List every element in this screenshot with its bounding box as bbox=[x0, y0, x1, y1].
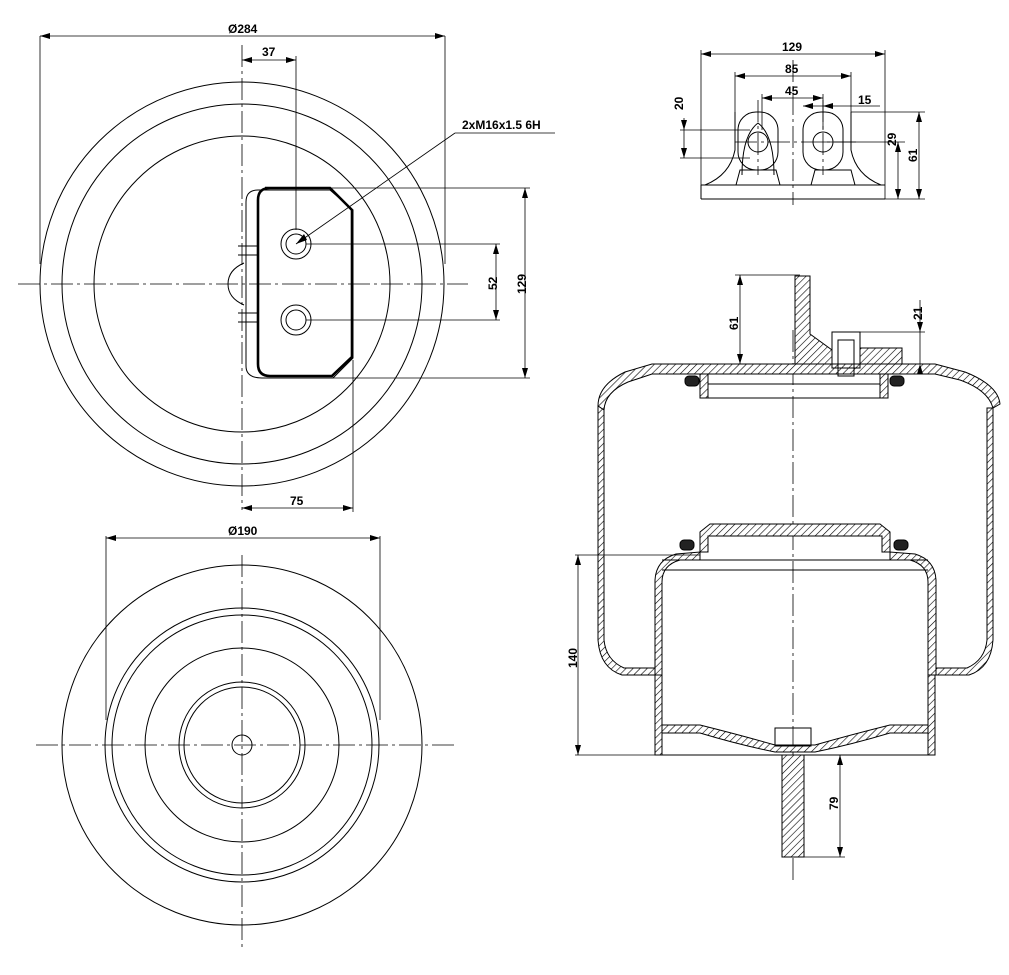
dim-side-mid: 85 bbox=[785, 62, 799, 76]
dim-bottom-diameter: Ø190 bbox=[228, 524, 258, 538]
side-view: 129 85 45 15 20 29 bbox=[672, 40, 925, 205]
dim-top-diameter: Ø284 bbox=[228, 22, 258, 36]
dim-side-width: 129 bbox=[782, 40, 802, 54]
dim-section-stud-height: 61 bbox=[727, 316, 741, 330]
dim-side-total-height: 61 bbox=[906, 148, 920, 162]
dim-bolt-offset: 37 bbox=[262, 45, 276, 59]
dim-side-hole-height: 29 bbox=[885, 132, 899, 146]
dim-plate-half-width: 75 bbox=[290, 494, 304, 508]
dim-section-bottom-stud: 79 bbox=[827, 796, 841, 810]
top-view: Ø284 37 2xM16x1.5 6H 52 129 75 bbox=[18, 22, 555, 512]
dim-bolt-spacing: 52 bbox=[486, 276, 500, 290]
dim-plate-height: 129 bbox=[515, 274, 529, 294]
dim-side-inner: 45 bbox=[785, 84, 799, 98]
dim-section-nut-height: 21 bbox=[911, 306, 925, 320]
bottom-view: Ø190 bbox=[36, 524, 455, 950]
dim-side-offset: 15 bbox=[858, 93, 872, 107]
section-view: 61 21 140 79 bbox=[566, 274, 1001, 880]
dim-side-left-height: 20 bbox=[672, 96, 686, 110]
thread-callout: 2xM16x1.5 6H bbox=[462, 118, 541, 132]
dim-section-piston-height: 140 bbox=[566, 648, 580, 668]
